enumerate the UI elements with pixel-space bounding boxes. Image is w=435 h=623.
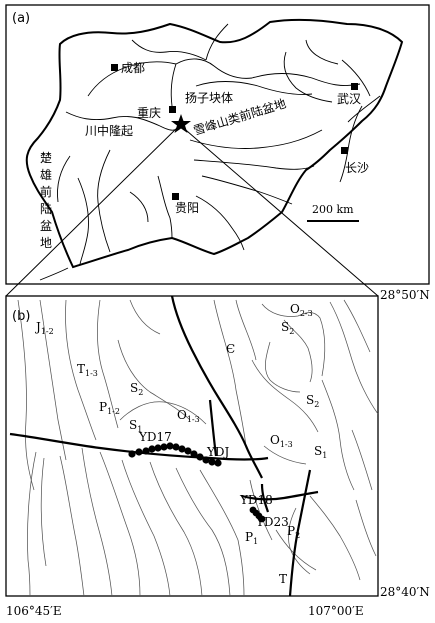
panel-a-frame	[5, 4, 430, 285]
strata-labels: J1-2 T1-3 P1-2 S2 S1 O1-3 O1-3 Є S2 O2-3…	[34, 302, 327, 586]
stratum-label-o13-mid: O1-3	[177, 408, 200, 424]
stratum-label-p2: P2	[287, 524, 300, 540]
section-label-yd23: YD23	[255, 515, 289, 529]
scale-bar-label: 200 km	[312, 203, 354, 216]
city-label-chengdu: 成都	[121, 61, 145, 75]
coord-bottom-right-lon: 107°00′E	[308, 604, 364, 618]
city-label-guiyang: 贵阳	[175, 201, 199, 215]
stratum-label-s1-left: S1	[129, 418, 142, 434]
panel-a: (a)	[5, 4, 430, 285]
panel-b-label: (b)	[12, 309, 30, 324]
stratum-label-s2-right: S2	[306, 393, 319, 409]
coord-bottom-left: 106°45′E	[6, 604, 62, 618]
panel-a-label: (a)	[12, 11, 30, 26]
city-label-changsha: 长沙	[345, 161, 369, 175]
stratum-label-s1-right: S1	[314, 444, 327, 460]
panel-a-outer-boundary	[25, 18, 404, 269]
stratum-label-p1: P1	[245, 530, 258, 546]
chuxiong-char-6: 地	[40, 236, 52, 250]
region-label-chuxiong-basin: 楚 雄 前 陆 盆 地	[40, 151, 52, 250]
city-label-wuhan: 武汉	[337, 92, 361, 106]
stratum-label-t13: T1-3	[77, 362, 98, 378]
chuxiong-char-1: 楚	[40, 151, 52, 165]
panel-b-frame	[5, 295, 379, 597]
stratum-label-j12: J1-2	[34, 320, 54, 336]
stratum-label-s2-top: S2	[281, 320, 294, 336]
city-markers: 成都 重庆 贵阳 武汉 长沙	[111, 61, 369, 215]
geologic-contact-lines	[17, 299, 379, 597]
coord-bottom-right: 28°40′N	[380, 585, 430, 599]
city-label-chongqing: 重庆	[137, 106, 161, 120]
stratum-label-o13-right: O1-3	[270, 433, 293, 449]
chuxiong-char-4: 陆	[40, 201, 52, 216]
sampling-points-yd17-ydj	[128, 442, 222, 467]
chengdu-marker-icon	[111, 64, 118, 71]
wuhan-marker-icon	[351, 83, 358, 90]
section-label-ydj: YDJ	[206, 445, 230, 459]
coord-top-right: 28°50′N	[380, 288, 430, 302]
chuxiong-char-2: 雄	[40, 167, 52, 182]
chongqing-marker-icon	[169, 106, 176, 113]
study-area-star-icon	[171, 114, 191, 133]
region-label-yangtze-block: 扬子块体	[185, 90, 233, 105]
chuxiong-char-3: 前	[40, 184, 52, 199]
stratum-label-t: T	[279, 572, 287, 586]
fault-lines	[9, 295, 319, 597]
panel-a-river-lower	[39, 267, 69, 281]
stratum-label-cambrian: Є	[226, 342, 235, 356]
sampling-points-yd18-yd23	[249, 506, 266, 523]
panel-b: (b)	[5, 288, 430, 618]
section-label-yd18: YD18	[239, 493, 273, 507]
stratum-label-o23: O2-3	[290, 302, 313, 318]
changsha-marker-icon	[341, 147, 348, 154]
stratum-label-p12: P1-2	[99, 400, 120, 416]
stratum-label-s2-left: S2	[130, 381, 143, 397]
section-label-yd17: YD17	[138, 430, 172, 444]
panel-a-structure-lines	[57, 23, 381, 265]
inset-connector-lines	[5, 124, 379, 297]
guiyang-marker-icon	[172, 193, 179, 200]
region-label-chuanzhong-uplift: 川中隆起	[85, 123, 133, 138]
chuxiong-char-5: 盆	[40, 219, 52, 233]
scale-bar: 200 km	[307, 203, 359, 222]
